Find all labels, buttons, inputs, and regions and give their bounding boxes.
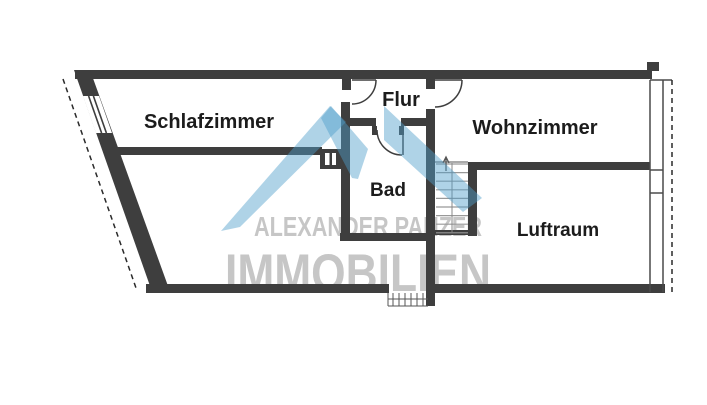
room-label-wohnzimmer: Wohnzimmer xyxy=(472,117,597,139)
wall-top xyxy=(75,70,652,79)
wall-flur-wohnzimmer xyxy=(426,109,435,306)
room-label-luftraum: Luftraum xyxy=(517,220,599,241)
wall-stair-right xyxy=(468,162,477,236)
lower-stair-flight xyxy=(387,293,428,307)
wall-schlafzimmer-bottom xyxy=(113,147,322,155)
dashed-roof-edges xyxy=(62,78,673,292)
room-label-flur: Flur xyxy=(382,89,420,111)
window-left-frame-line xyxy=(87,95,103,134)
door-arc-bad xyxy=(376,129,403,156)
room-label-bad: Bad xyxy=(370,180,406,201)
stair-direction-arrow-icon xyxy=(442,155,450,171)
chimney-divider xyxy=(329,153,332,165)
wall-top-right-tick xyxy=(647,62,659,71)
door-jamb-schlafzimmer xyxy=(342,77,351,90)
wall-bottom-right xyxy=(435,284,665,293)
doors xyxy=(351,79,463,156)
door-arc-schlafzimmer xyxy=(351,79,377,105)
walls xyxy=(74,62,665,306)
dashed-edge-left xyxy=(62,78,137,289)
logo-roof-icon xyxy=(221,106,482,231)
room-label-schlafzimmer: Schlafzimmer xyxy=(144,111,274,133)
staircase xyxy=(435,155,468,234)
door-jamb-wohnzimmer xyxy=(426,75,435,89)
logo-left-sail xyxy=(221,106,346,231)
door-jamb-bad-right xyxy=(399,126,404,135)
door-arc-wohnzimmer xyxy=(434,79,463,108)
wall-flur-bad-left xyxy=(341,118,376,126)
facade-right xyxy=(649,79,672,292)
chimney-symbol xyxy=(325,153,336,165)
wall-bottom-left xyxy=(146,284,389,293)
wall-bad-bottom xyxy=(340,233,435,241)
wall-wohnzimmer-luftraum xyxy=(468,162,650,170)
door-jamb-bad-left xyxy=(372,126,377,135)
window-left-glass xyxy=(83,96,112,133)
room-labels: Schlafzimmer Flur Wohnzimmer Bad Luftrau… xyxy=(144,89,599,241)
logo-right-roof xyxy=(384,106,482,212)
logo-left-roof-leg xyxy=(321,106,368,179)
wall-flur-bad-right xyxy=(401,118,426,126)
wall-bad-left xyxy=(341,102,350,237)
window-left-frame-line xyxy=(92,95,108,134)
watermark-line2: IMMOBILIEN xyxy=(225,244,491,303)
window-left xyxy=(83,95,112,134)
